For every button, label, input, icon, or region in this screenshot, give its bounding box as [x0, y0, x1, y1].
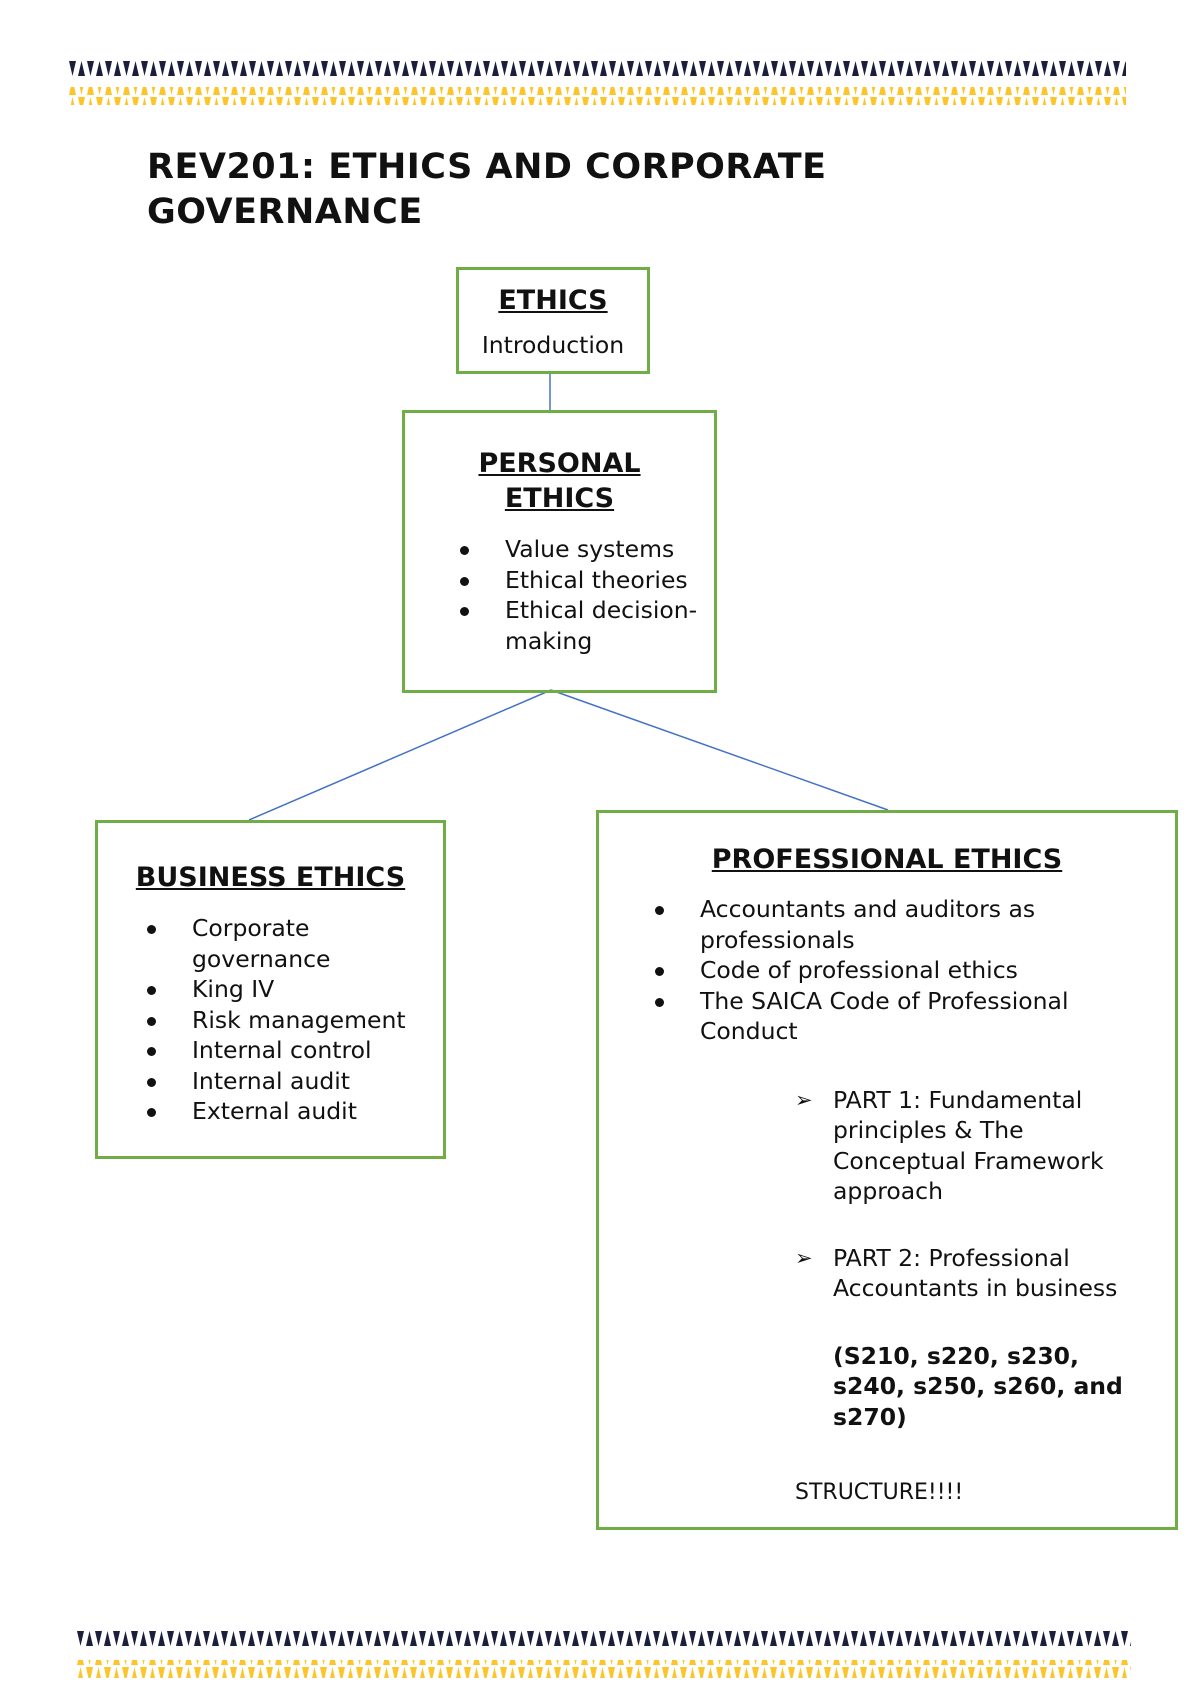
list-item: King IV	[139, 974, 419, 1005]
connector-personal-business	[248, 689, 552, 821]
list-item: Code of professional ethics	[647, 955, 1087, 986]
professional-ethics-list: Accountants and auditors as professional…	[647, 894, 1087, 1047]
professional-ethics-box: PROFESSIONAL ETHICS Accountants and audi…	[596, 810, 1178, 1530]
part-item: PART 1: Fundamental principles & The Con…	[795, 1085, 1113, 1207]
part-item: PART 2: Professional Accountants in busi…	[795, 1243, 1133, 1304]
page-title: REV201: ETHICS AND CORPORATE GOVERNANCE	[147, 147, 827, 232]
list-item: Corporate governance	[139, 913, 342, 974]
ethics-subtitle: Introduction	[481, 331, 625, 359]
list-item: Risk management	[139, 1005, 419, 1036]
connector-personal-professional	[550, 689, 889, 811]
business-ethics-box: BUSINESS ETHICS Corporate governance Kin…	[95, 820, 446, 1159]
professional-ethics-heading: PROFESSIONAL ETHICS	[711, 844, 1063, 875]
list-item: Internal audit	[139, 1066, 419, 1097]
list-item: Internal control	[139, 1035, 419, 1066]
ethics-heading: ETHICS	[498, 285, 608, 316]
structure-note: STRUCTURE!!!!	[795, 1480, 964, 1505]
business-ethics-heading: BUSINESS ETHICS	[135, 862, 406, 893]
list-item: Ethical theories	[452, 565, 702, 596]
bottom-decorative-border	[76, 1630, 1131, 1678]
sections-reference: (S210, s220, s230, s240, s250, s260, and…	[833, 1341, 1123, 1431]
list-item: Accountants and auditors as professional…	[647, 894, 1040, 955]
list-item: Ethical decision-making	[452, 595, 702, 656]
ethics-box: ETHICS Introduction	[456, 267, 650, 374]
personal-ethics-box: PERSONAL ETHICS Value systems Ethical th…	[402, 410, 717, 693]
personal-ethics-heading: PERSONAL ETHICS	[478, 448, 641, 514]
list-item: External audit	[139, 1096, 419, 1127]
code-parts-list: PART 1: Fundamental principles & The Con…	[795, 1085, 1117, 1304]
list-item: The SAICA Code of Professional Conduct	[647, 986, 1080, 1047]
list-item: Value systems	[452, 534, 702, 565]
top-decorative-border	[68, 60, 1126, 105]
business-ethics-list: Corporate governance King IV Risk manage…	[139, 913, 419, 1127]
personal-ethics-list: Value systems Ethical theories Ethical d…	[452, 534, 702, 656]
